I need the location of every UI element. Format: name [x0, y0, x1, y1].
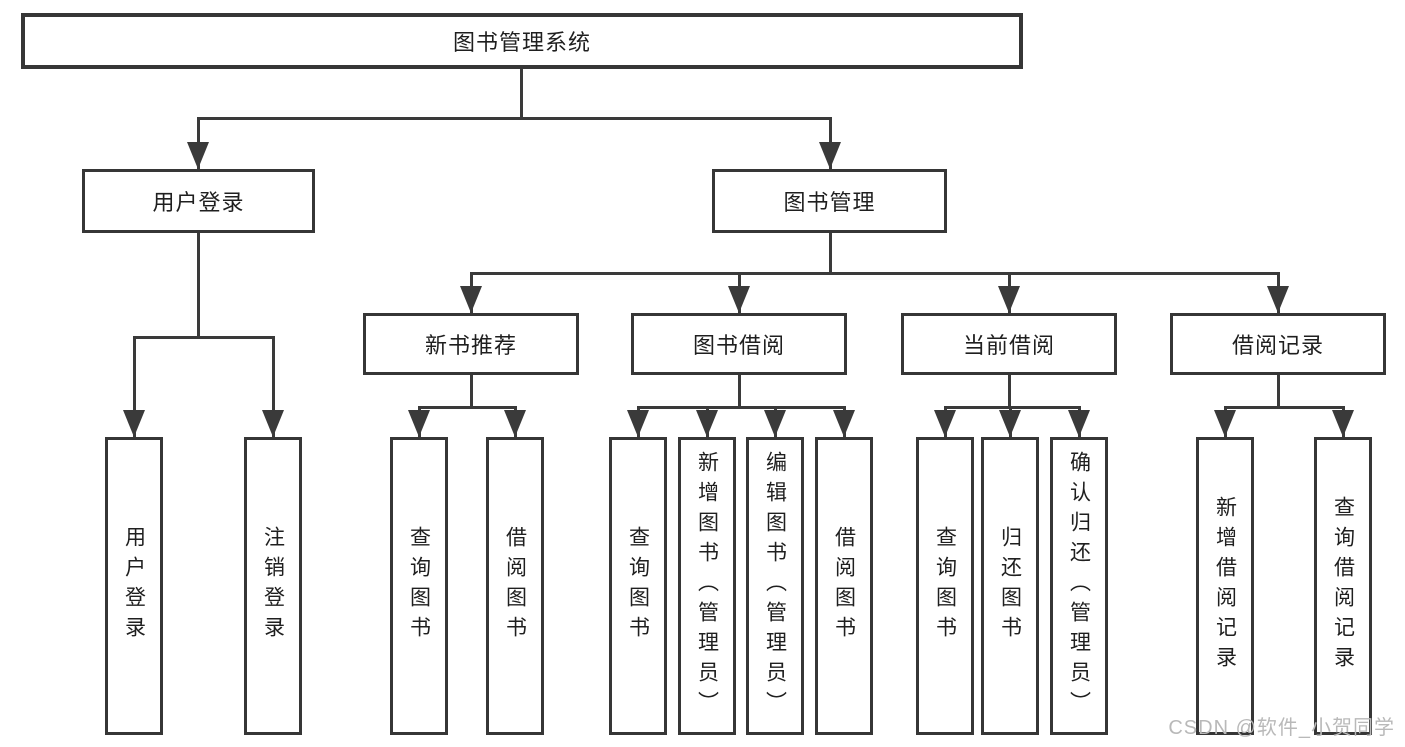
leaf-label: 借阅图书 — [832, 526, 856, 646]
node-book-borrow: 图书借阅 — [631, 313, 847, 375]
node-label: 用户登录 — [152, 190, 245, 215]
node-label: 借阅记录 — [1231, 333, 1324, 358]
arrowhead — [696, 410, 718, 437]
connector-hline — [944, 406, 1081, 409]
leaf-logout: 注销登录 — [244, 437, 302, 735]
connector-vline — [1277, 375, 1280, 406]
leaf-label: 查询图书 — [407, 526, 431, 646]
connector-vline — [197, 233, 200, 336]
arrowhead — [1214, 410, 1236, 437]
leaf-label: 确认归还（管理员） — [1067, 451, 1091, 721]
arrowhead — [262, 410, 284, 437]
connector-vline — [470, 375, 473, 406]
connector-hline — [197, 117, 831, 120]
arrowhead — [728, 286, 750, 313]
connector-hline — [637, 406, 845, 409]
leaf-add-books-admin: 新增图书（管理员） — [678, 437, 736, 735]
connector-hline — [1224, 406, 1344, 409]
leaf-edit-books-admin: 编辑图书（管理员） — [746, 437, 804, 735]
node-current-borrow: 当前借阅 — [901, 313, 1117, 375]
connector-hline — [470, 272, 1279, 275]
node-label: 当前借阅 — [962, 333, 1055, 358]
node-label: 图书管理 — [783, 190, 876, 215]
connector-hline — [418, 406, 517, 409]
arrowhead — [999, 410, 1021, 437]
connector-vline — [520, 69, 523, 117]
arrowhead — [819, 142, 841, 169]
leaf-label: 编辑图书（管理员） — [763, 451, 787, 721]
leaf-add-borrow-record: 新增借阅记录 — [1196, 437, 1254, 735]
arrowhead — [998, 286, 1020, 313]
node-root-library-system: 图书管理系统 — [21, 13, 1023, 69]
connector-vline — [272, 336, 275, 437]
connector-vline — [829, 233, 832, 272]
leaf-label: 归还图书 — [998, 526, 1022, 646]
leaf-return-books: 归还图书 — [981, 437, 1039, 735]
arrowhead — [408, 410, 430, 437]
leaf-label: 注销登录 — [261, 526, 285, 646]
leaf-query-books-current: 查询图书 — [916, 437, 974, 735]
leaf-query-borrow-record: 查询借阅记录 — [1314, 437, 1372, 735]
connector-vline — [133, 336, 136, 437]
node-label: 新书推荐 — [424, 333, 517, 358]
leaf-label: 查询图书 — [626, 526, 650, 646]
node-label: 图书借阅 — [692, 333, 785, 358]
node-user-login: 用户登录 — [82, 169, 315, 233]
leaf-query-books-recommend: 查询图书 — [390, 437, 448, 735]
leaf-borrow-books-recommend: 借阅图书 — [486, 437, 544, 735]
arrowhead — [833, 410, 855, 437]
node-label: 图书管理系统 — [452, 30, 591, 55]
connector-vline — [1008, 375, 1011, 406]
arrowhead — [1332, 410, 1354, 437]
csdn-watermark: CSDN @软件_小贺同学 — [1168, 717, 1395, 739]
leaf-borrow-books: 借阅图书 — [815, 437, 873, 735]
arrowhead — [1267, 286, 1289, 313]
arrowhead — [934, 410, 956, 437]
arrowhead — [1068, 410, 1090, 437]
node-book-management: 图书管理 — [712, 169, 947, 233]
arrowhead — [504, 410, 526, 437]
arrowhead — [187, 142, 209, 169]
connector-vline — [738, 375, 741, 406]
leaf-label: 用户登录 — [122, 526, 146, 646]
leaf-query-books-borrow: 查询图书 — [609, 437, 667, 735]
connector-hline — [133, 336, 274, 339]
arrowhead — [764, 410, 786, 437]
leaf-label: 查询借阅记录 — [1331, 496, 1355, 676]
leaf-label: 借阅图书 — [503, 526, 527, 646]
node-borrow-records: 借阅记录 — [1170, 313, 1386, 375]
leaf-user-login: 用户登录 — [105, 437, 163, 735]
leaf-confirm-return-admin: 确认归还（管理员） — [1050, 437, 1108, 735]
leaf-label: 新增借阅记录 — [1213, 496, 1237, 676]
arrowhead — [123, 410, 145, 437]
leaf-label: 新增图书（管理员） — [695, 451, 719, 721]
node-new-book-recommend: 新书推荐 — [363, 313, 579, 375]
arrowhead — [460, 286, 482, 313]
leaf-label: 查询图书 — [933, 526, 957, 646]
arrowhead — [627, 410, 649, 437]
